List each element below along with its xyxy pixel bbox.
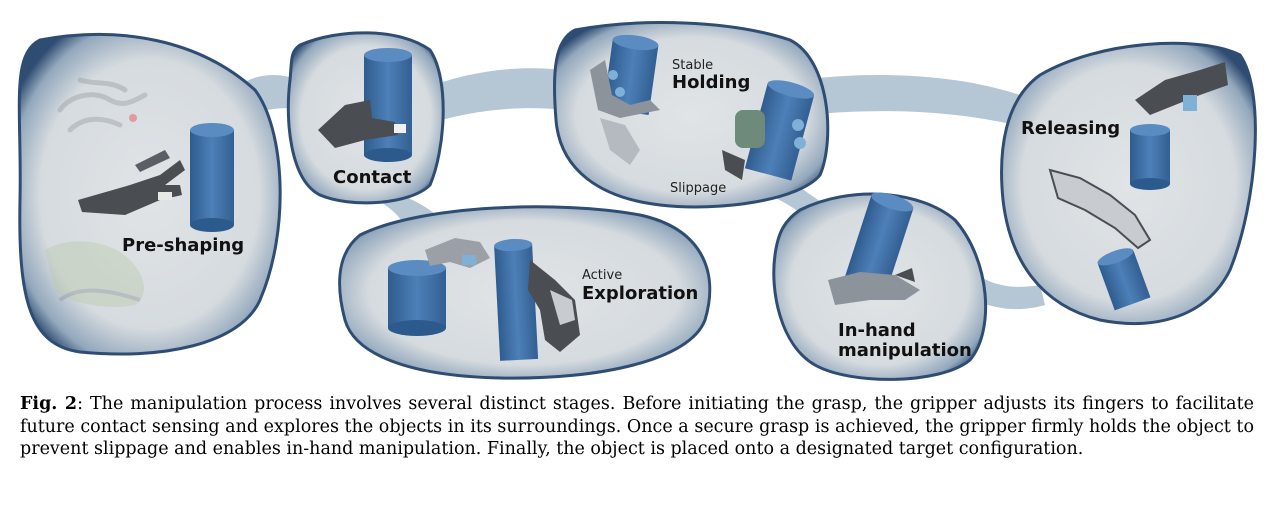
cylinder-exploration-left <box>388 260 446 336</box>
gripper-holding <box>590 60 660 165</box>
cylinder-releasing <box>1130 124 1170 190</box>
label-inhand-line2: manipulation <box>838 340 972 361</box>
gripper-contact <box>318 100 406 148</box>
cylinder-contact <box>364 48 412 162</box>
cylinder-releasing-tilted <box>1097 248 1151 311</box>
label-preshaping: Pre-shaping <box>122 235 244 256</box>
blob-releasing <box>1000 41 1257 325</box>
cylinder-preshaping <box>190 123 234 232</box>
label-releasing: Releasing <box>1021 118 1120 139</box>
label-inhand-line1: In-hand <box>838 320 916 341</box>
label-contact: Contact <box>333 167 412 188</box>
figure-caption: Fig. 2: The manipulation process involve… <box>20 393 1254 461</box>
gripper-exploration-right <box>528 260 580 352</box>
cylinder-inhand <box>843 192 914 295</box>
caption-label: Fig. 2 <box>20 394 78 414</box>
caption-text: : The manipulation process involves seve… <box>20 394 1255 459</box>
cylinder-slippage <box>744 80 815 181</box>
connector-holding-releasing <box>800 75 1020 125</box>
label-exploration: Exploration <box>582 283 698 304</box>
gripper-releasing-bottom <box>1048 168 1152 250</box>
gripper-slippage <box>722 110 806 180</box>
label-holding: Holding <box>672 72 750 93</box>
manipulation-stages-diagram: Pre-shaping Contact Stable Holding <box>17 21 1257 381</box>
cylinder-holding <box>603 34 659 115</box>
stage-contact: Contact <box>286 31 445 205</box>
label-holding-prefix: Stable <box>672 58 713 73</box>
label-slippage: Slippage <box>670 181 726 196</box>
stage-holding: Stable Holding Slippage <box>552 21 830 209</box>
stage-preshaping: Pre-shaping <box>17 32 282 356</box>
label-exploration-prefix: Active <box>582 268 622 283</box>
faded-gripper-top <box>57 77 148 133</box>
gripper-exploration-top <box>425 238 490 268</box>
gripper-releasing-top <box>1135 62 1228 115</box>
faded-gripper-bottom <box>45 241 145 307</box>
stage-releasing: Releasing <box>1000 41 1257 325</box>
stage-inhand: In-hand manipulation <box>772 192 988 381</box>
stage-exploration: Active Exploration <box>338 205 712 380</box>
gripper-preshaping <box>78 150 185 215</box>
cylinder-exploration-tall <box>494 238 539 361</box>
gripper-inhand <box>828 268 920 305</box>
connector-contact-holding <box>420 68 565 125</box>
red-marker-icon <box>129 114 137 122</box>
